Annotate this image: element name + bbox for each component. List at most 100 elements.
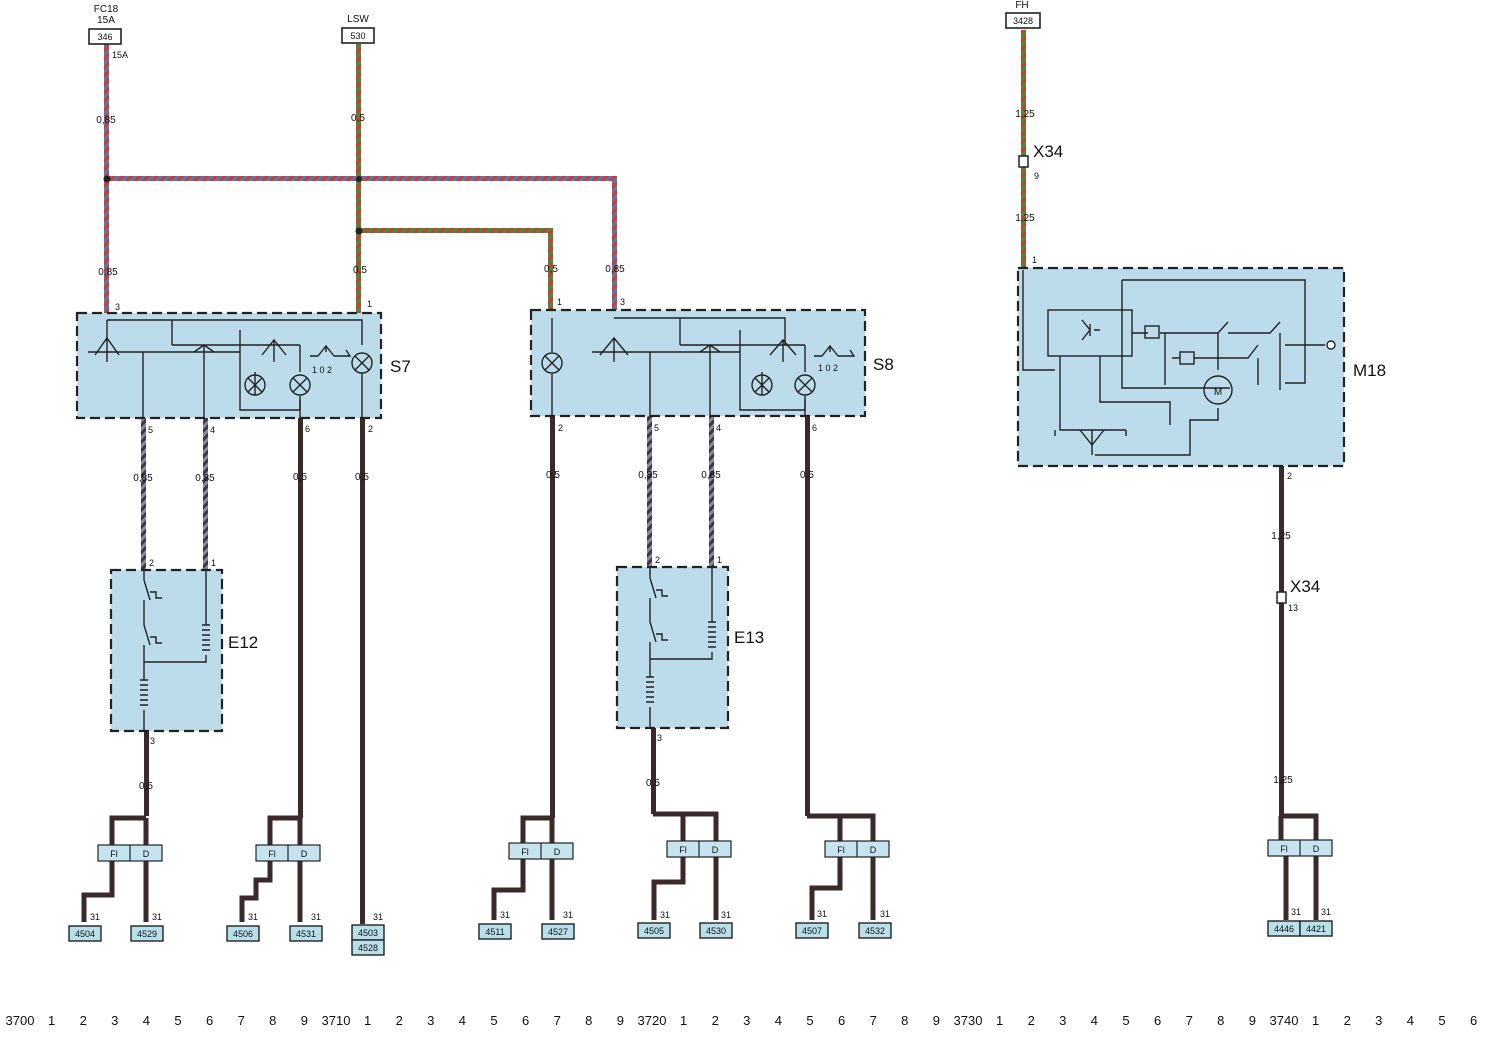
ground-terminal: 31 4511 — [478, 910, 512, 940]
wire-size: 0,5 — [355, 472, 369, 483]
wire-lsw-bus — [356, 228, 553, 233]
ruler-mark: 3700 — [6, 1013, 35, 1028]
ground-terminal: 31 4531 — [289, 912, 323, 942]
ruler-mark: 3 — [427, 1013, 434, 1028]
wire-m18-2 — [1279, 466, 1284, 816]
ruler-mark: 9 — [301, 1013, 308, 1028]
lamp-icon — [289, 374, 311, 396]
wire-s7-5 — [141, 418, 146, 570]
ruler-mark: 1 — [996, 1013, 1003, 1028]
wire-size: 0,85 — [195, 473, 215, 484]
ruler-mark: 9 — [933, 1013, 940, 1028]
wire-fc18-to-s8 — [612, 176, 617, 312]
fh-label: FH — [1015, 0, 1028, 11]
s7-label: S7 — [390, 357, 411, 376]
ruler-mark: 6 — [838, 1013, 845, 1028]
splice-fl: Fl — [837, 845, 845, 855]
wire-size: 0,85 — [701, 470, 721, 481]
ground-pin: 31 — [500, 910, 510, 920]
fc18-sub: 15A — [97, 15, 115, 26]
s8-positions: 1 0 2 — [818, 363, 838, 373]
wire-size: 0,5 — [293, 472, 307, 483]
splice-box: Fl D — [255, 844, 321, 862]
splice-fl: Fl — [1280, 844, 1288, 854]
ground-pin: 31 — [660, 910, 670, 920]
lamp-icon — [244, 374, 266, 396]
ruler-mark: 9 — [1249, 1013, 1256, 1028]
pin-label: 5 — [654, 423, 659, 433]
splice-dot — [355, 227, 363, 235]
ruler-mark: 2 — [1028, 1013, 1035, 1028]
component-e13: E13 2 1 3 — [615, 555, 764, 743]
pin-label: 1 — [211, 558, 216, 568]
lsw-label: LSW — [347, 14, 369, 25]
ruler-mark: 5 — [174, 1013, 181, 1028]
switch-s8: 1 0 2 S8 1 3 2 5 4 6 — [529, 297, 894, 433]
ground-tag: 4532 — [865, 926, 885, 936]
ruler-mark: 8 — [269, 1013, 276, 1028]
ruler-mark: 3740 — [1270, 1013, 1299, 1028]
ruler-mark: 9 — [617, 1013, 624, 1028]
pin-label: 1 — [557, 297, 562, 307]
splice-box: Fl D — [1267, 839, 1333, 857]
s7-internal — [88, 319, 363, 418]
lamp-icon — [794, 374, 816, 396]
ruler-mark: 3720 — [638, 1013, 667, 1028]
ground-terminal: 31 4503 4528 — [351, 912, 385, 956]
ruler-mark: 1 — [48, 1013, 55, 1028]
splice-box: Fl D — [97, 844, 163, 862]
wire-size: 1,25 — [1271, 531, 1291, 542]
pin-label: 6 — [305, 424, 310, 434]
ruler-mark: 2 — [712, 1013, 719, 1028]
ruler-mark: 6 — [206, 1013, 213, 1028]
ruler-mark: 3 — [111, 1013, 118, 1028]
s8-lamps — [541, 352, 816, 396]
ground-pin: 31 — [721, 910, 731, 920]
ground-pin: 31 — [311, 912, 321, 922]
source-lsw: LSW 530 — [341, 14, 375, 44]
connector-x34-top: X34 9 — [1018, 142, 1063, 181]
ruler-mark: 1 — [1312, 1013, 1319, 1028]
ruler-mark: 4 — [143, 1013, 150, 1028]
x34-top-pin: 9 — [1034, 171, 1039, 181]
splice-d: D — [554, 847, 561, 857]
fh-tag-box — [1005, 12, 1041, 29]
splice-d: D — [712, 845, 719, 855]
ruler-mark: 4 — [1407, 1013, 1414, 1028]
ground-terminal: 31 4506 — [226, 912, 260, 942]
pin-label: 4 — [716, 423, 721, 433]
ruler-mark: 5 — [490, 1013, 497, 1028]
ground-pin: 31 — [152, 912, 162, 922]
wire-size: 0,5 — [800, 470, 814, 481]
m18-box — [1016, 266, 1346, 468]
splice-d: D — [143, 849, 150, 859]
pin-label: 2 — [558, 423, 563, 433]
pin-label: 2 — [368, 424, 373, 434]
wire-s7-4 — [203, 418, 208, 570]
x34-top-label: X34 — [1033, 142, 1063, 161]
ground-pin: 31 — [1321, 907, 1331, 917]
pin-label: 4 — [210, 425, 215, 435]
m18-terminal — [1326, 340, 1336, 350]
ground-pin: 31 — [373, 912, 383, 922]
ruler-mark: 5 — [1438, 1013, 1445, 1028]
ruler-mark: 8 — [1217, 1013, 1224, 1028]
wire-s8-2 — [550, 416, 555, 818]
ground-pin: 31 — [248, 912, 258, 922]
ground-terminal: 31 4504 — [68, 912, 102, 942]
fh-tag: 3428 — [1013, 16, 1033, 26]
relay-coil — [1144, 325, 1160, 339]
ground-pin: 31 — [817, 909, 827, 919]
ruler-mark: 5 — [1122, 1013, 1129, 1028]
wire-size: 1,25 — [1015, 213, 1035, 224]
wire-lsw-to-s8 — [548, 228, 553, 312]
splice-fl: Fl — [268, 849, 276, 859]
splice-box: Fl D — [508, 842, 574, 860]
ruler-mark: 7 — [554, 1013, 561, 1028]
wires — [81, 30, 1319, 924]
ruler-mark: 6 — [522, 1013, 529, 1028]
wire-fh — [1021, 30, 1026, 270]
x34-bottom-label: X34 — [1290, 577, 1320, 596]
lsw-tag-box — [341, 27, 375, 44]
